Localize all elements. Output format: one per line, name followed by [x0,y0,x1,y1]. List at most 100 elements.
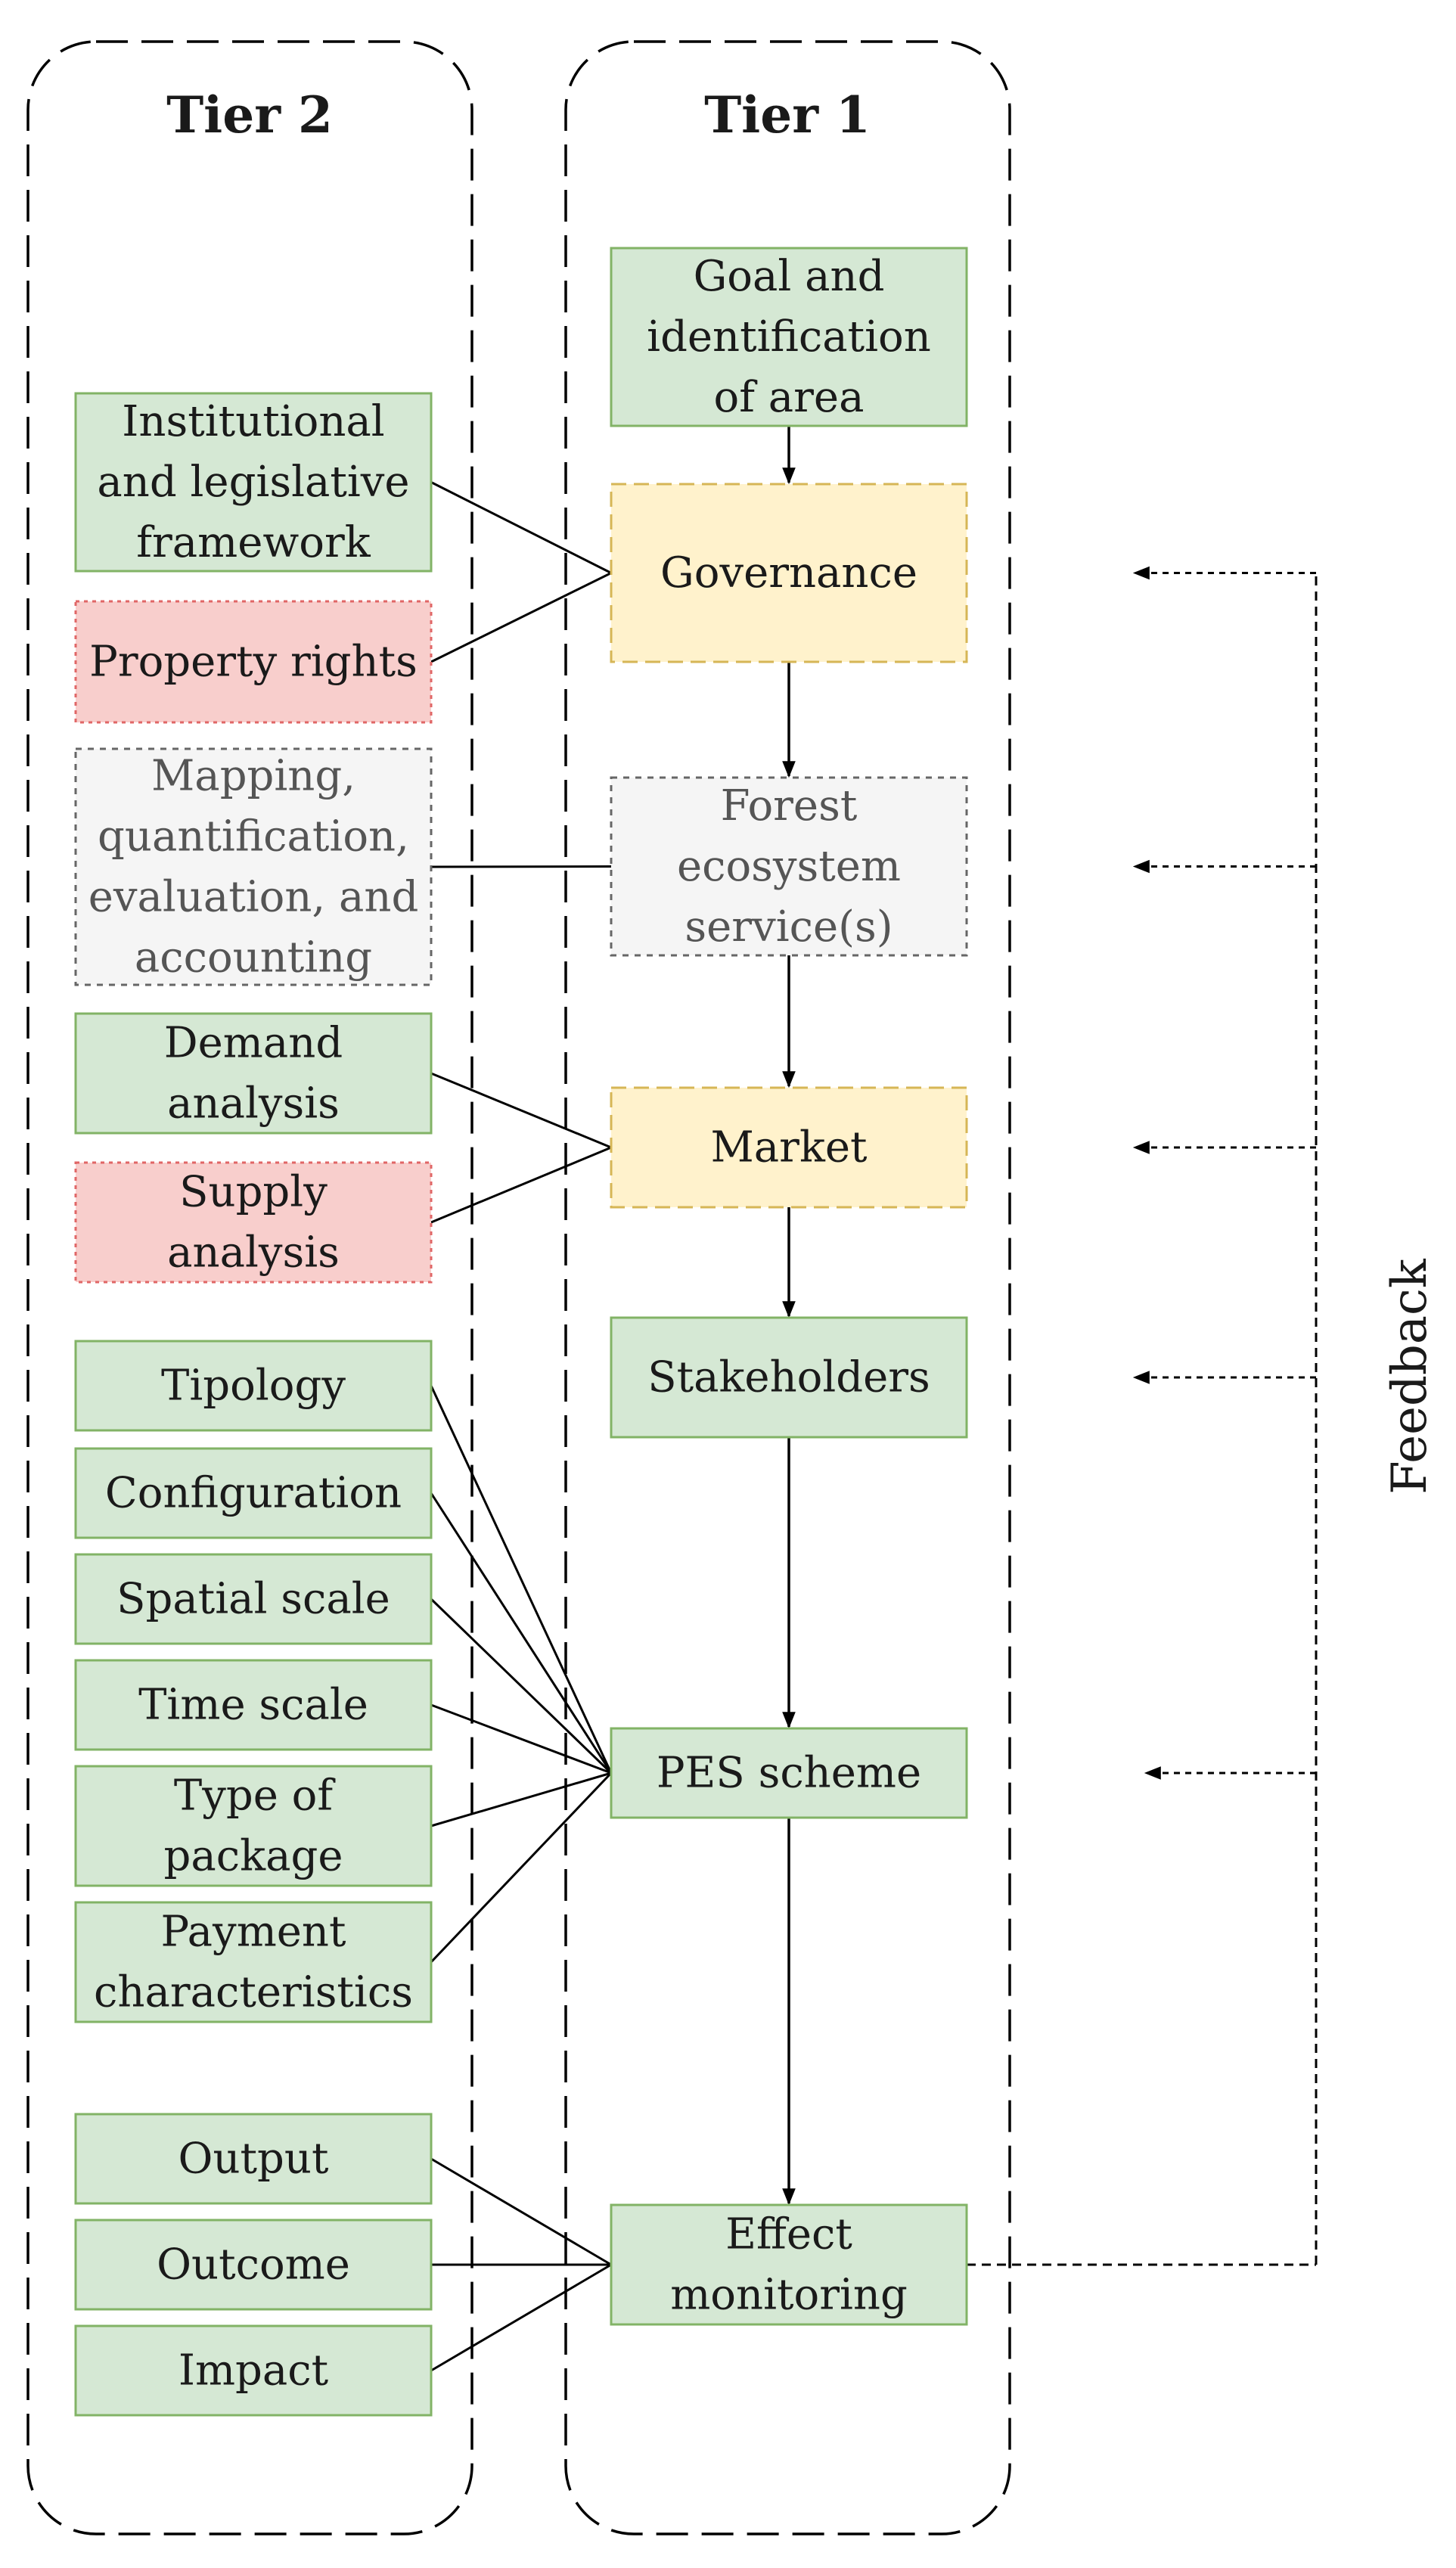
feedback-label: Feedback [1382,1258,1438,1495]
connector-tipology [430,1385,613,1774]
box-demand-line: Demand [164,1019,343,1068]
tier1-title: Tier 1 [704,85,871,144]
connector-package [430,1772,612,1827]
box-impact-line: Impact [179,2346,329,2396]
box-mapping-line: evaluation, and [88,873,419,922]
connector-impact [430,2263,612,2372]
box-stakeholders-frame [610,1316,968,1439]
box-institutional: Institutional and legislative framework [74,392,433,573]
connector-spatial [430,1598,613,1775]
box-forest: Forest ecosystem service(s) [610,776,968,957]
box-institutional-line: Institutional [122,397,384,446]
box-property: Property rights [74,600,433,724]
box-package-line: package [164,1832,343,1881]
box-spatial-frame [74,1553,433,1645]
box-configuration-line: Configuration [105,1469,402,1518]
box-outcome-frame [74,2219,433,2311]
box-demand-frame [74,1012,433,1135]
connector-demand [430,1072,612,1149]
box-payment-line: Payment [161,1908,346,1957]
box-effect: Effect monitoring [610,2203,968,2326]
box-impact-frame [74,2324,433,2417]
connector-configuration [430,1492,613,1774]
box-forest-frame [610,776,968,957]
box-property-frame [74,600,433,724]
box-institutional-line: and legislative [97,458,409,507]
connector-lines [430,426,796,2372]
box-configuration-frame [74,1447,433,1539]
box-package-line: Type of [174,1772,336,1821]
box-payment: Payment characteristics [74,1901,433,2023]
box-governance-frame [610,483,968,663]
box-institutional-line: framework [136,518,371,567]
box-pes-line: PES scheme [657,1749,921,1798]
connector-mapping [430,865,612,868]
box-goal-line: of area [714,373,865,422]
box-spatial: Spatial scale [74,1553,433,1645]
box-pes: PES scheme [610,1727,968,1819]
box-output: Output [74,2113,433,2205]
box-outcome: Outcome [74,2219,433,2311]
tier2-boxes: Institutional and legislative frameworkPro… [74,392,433,2417]
box-impact: Impact [74,2324,433,2417]
box-market-frame [610,1086,968,1209]
tier2-title: Tier 2 [166,85,333,144]
box-package-frame [74,1765,433,1887]
box-supply: Supply analysis [74,1161,433,1284]
box-tipology: Tipology [74,1340,433,1432]
box-pes-frame [610,1727,968,1819]
box-package: Type of package [74,1765,433,1887]
box-output-frame [74,2113,433,2205]
box-time: Time scale [74,1659,433,1751]
box-tipology-frame [74,1340,433,1432]
connector-payment [430,1772,613,1964]
box-stakeholders-line: Stakeholders [647,1353,930,1402]
box-forest-line: service(s) [685,902,893,952]
box-tipology-line: Tipology [161,1362,346,1411]
box-mapping: Mapping, quantification, evaluation, and ac… [74,747,433,986]
box-governance: Governance [610,483,968,663]
box-goal-line: identification [647,312,931,362]
box-mapping-line: accounting [135,933,372,983]
box-governance-line: Governance [660,548,917,598]
connector-supply [430,1146,612,1224]
connector-property [430,572,612,663]
box-payment-line: characteristics [94,1968,413,2017]
connector-output [430,2157,612,2266]
tier1-boxes: Goal and identification of areaGovernanceF… [610,247,968,2326]
box-time-line: Time scale [138,1681,368,1730]
box-supply-frame [74,1161,433,1284]
tier2-container [26,40,473,2535]
connector-institutional [430,481,612,574]
connector-time [430,1703,612,1775]
tier1-container [564,40,1011,2535]
box-mapping-line: Mapping, [151,752,355,801]
box-effect-line: monitoring [670,2271,908,2320]
box-outcome-line: Outcome [157,2240,350,2290]
box-supply-line: Supply [179,1168,328,1217]
box-effect-line: Effect [725,2210,852,2259]
box-forest-line: Forest [721,781,858,831]
box-supply-line: analysis [167,1228,340,1278]
box-goal: Goal and identification of area [610,247,968,427]
box-stakeholders: Stakeholders [610,1316,968,1439]
box-payment-frame [74,1901,433,2023]
box-time-frame [74,1659,433,1751]
box-goal-line: Goal and [694,252,885,301]
box-goal-frame [610,247,968,427]
box-market-line: Market [710,1123,868,1172]
box-output-line: Output [179,2135,329,2184]
box-spatial-line: Spatial scale [116,1575,390,1624]
box-demand-line: analysis [167,1079,340,1129]
feedback-loop [967,566,1318,2266]
box-market: Market [610,1086,968,1209]
box-mapping-frame [74,747,433,986]
box-property-line: Property rights [89,638,418,687]
box-forest-line: ecosystem [677,842,901,891]
box-mapping-line: quantification, [98,812,409,862]
box-demand: Demand analysis [74,1012,433,1135]
box-institutional-frame [74,392,433,573]
box-effect-frame [610,2203,968,2326]
box-configuration: Configuration [74,1447,433,1539]
